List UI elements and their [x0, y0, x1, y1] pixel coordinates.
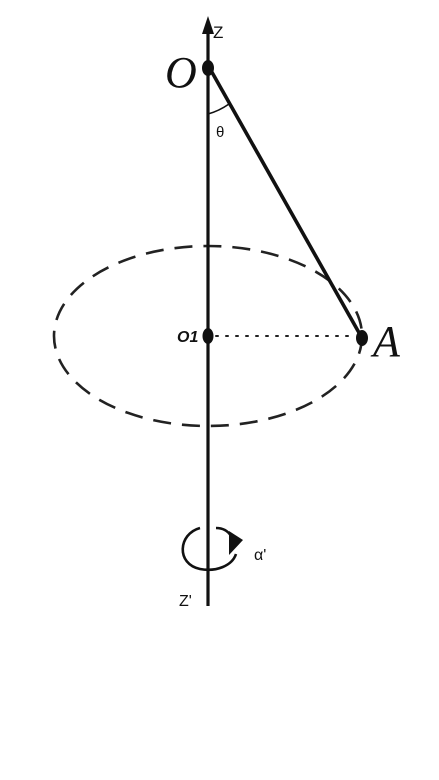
origin-label: O — [165, 48, 197, 97]
rotation-arrow-icon — [181, 526, 243, 572]
angular-accel-label: α' — [254, 547, 266, 564]
z-axis-bottom-label: Z' — [179, 593, 192, 610]
point-o1 — [202, 328, 214, 344]
point-a-label: A — [370, 317, 401, 366]
theta-arc — [207, 103, 230, 115]
z-axis-arrowhead — [202, 16, 214, 34]
theta-label: θ — [216, 124, 224, 141]
rod-oa — [207, 66, 364, 339]
center-label: O1 — [177, 329, 198, 346]
point-a — [356, 330, 368, 346]
point-o — [202, 60, 214, 76]
z-axis-top-label: Z — [213, 23, 223, 42]
